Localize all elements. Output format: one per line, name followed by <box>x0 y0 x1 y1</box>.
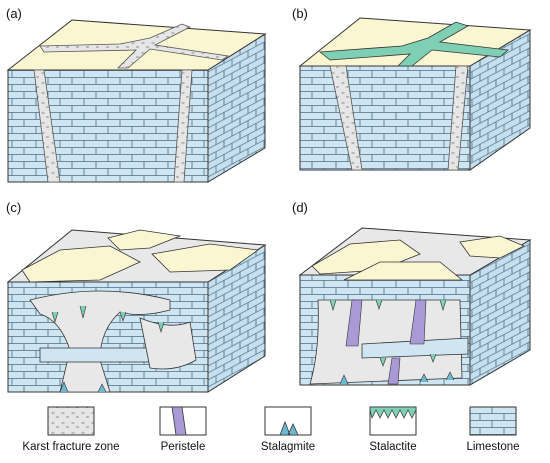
legend-item-stalactite: Stalactite <box>369 406 417 453</box>
sediment-island <box>343 261 464 281</box>
front-face <box>299 65 471 171</box>
panel-d: (d) <box>292 200 532 386</box>
panel-label: (a) <box>6 6 22 21</box>
limestone-ledge <box>39 347 161 363</box>
stalactites <box>51 305 165 334</box>
stalactite-icon-shape <box>369 406 417 420</box>
stalagmite-icon-shape <box>279 420 299 436</box>
top-fracture <box>39 23 230 69</box>
sediment-island <box>459 235 525 259</box>
sediment-island <box>311 239 421 275</box>
cave-void <box>139 317 197 370</box>
legend-label: Stalactite <box>369 441 416 453</box>
limestone-icon <box>469 406 517 436</box>
karst-fracture-zone-icon <box>47 406 95 436</box>
fracture-zone-right <box>173 69 193 183</box>
fracture-zone-left <box>33 69 61 183</box>
dissolution-channel <box>318 21 509 67</box>
legend: Karst fracture zone Peristele Stalagmite… <box>22 406 520 453</box>
sediment-island <box>21 245 141 283</box>
legend-item-stalagmite: Stalagmite <box>261 406 315 453</box>
legend-label: Peristele <box>161 441 206 453</box>
peristele <box>387 357 401 385</box>
sediment-island <box>107 229 182 251</box>
stalactites <box>329 299 447 367</box>
legend-label: Stalagmite <box>261 441 315 453</box>
legend-label: Limestone <box>466 441 519 453</box>
legend-item-peristele: Peristele <box>159 406 207 453</box>
panel-label: (c) <box>6 200 21 215</box>
sediment-island <box>151 243 260 273</box>
panel-label: (b) <box>292 6 308 21</box>
peristele-icon-shape <box>171 406 187 436</box>
fracture-zone-left <box>329 65 363 171</box>
limestone-ledge <box>361 337 469 359</box>
block-d <box>298 227 532 386</box>
block-c <box>6 229 267 393</box>
stalagmites <box>339 371 455 385</box>
block-a <box>6 19 267 183</box>
legend-label: Karst fracture zone <box>22 441 119 453</box>
stalagmites <box>59 381 107 393</box>
panel-label: (d) <box>292 200 308 215</box>
peristele <box>409 299 427 345</box>
legend-item-limestone: Limestone <box>466 406 520 453</box>
legend-item-karst-fracture-zone: Karst fracture zone <box>22 406 120 453</box>
panel-a: (a) <box>6 6 267 183</box>
panel-c: (c) <box>6 200 267 393</box>
fracture-zone-right <box>447 65 469 171</box>
block-b <box>298 17 532 171</box>
panel-b: (b) <box>292 6 532 171</box>
peristele <box>345 299 363 347</box>
